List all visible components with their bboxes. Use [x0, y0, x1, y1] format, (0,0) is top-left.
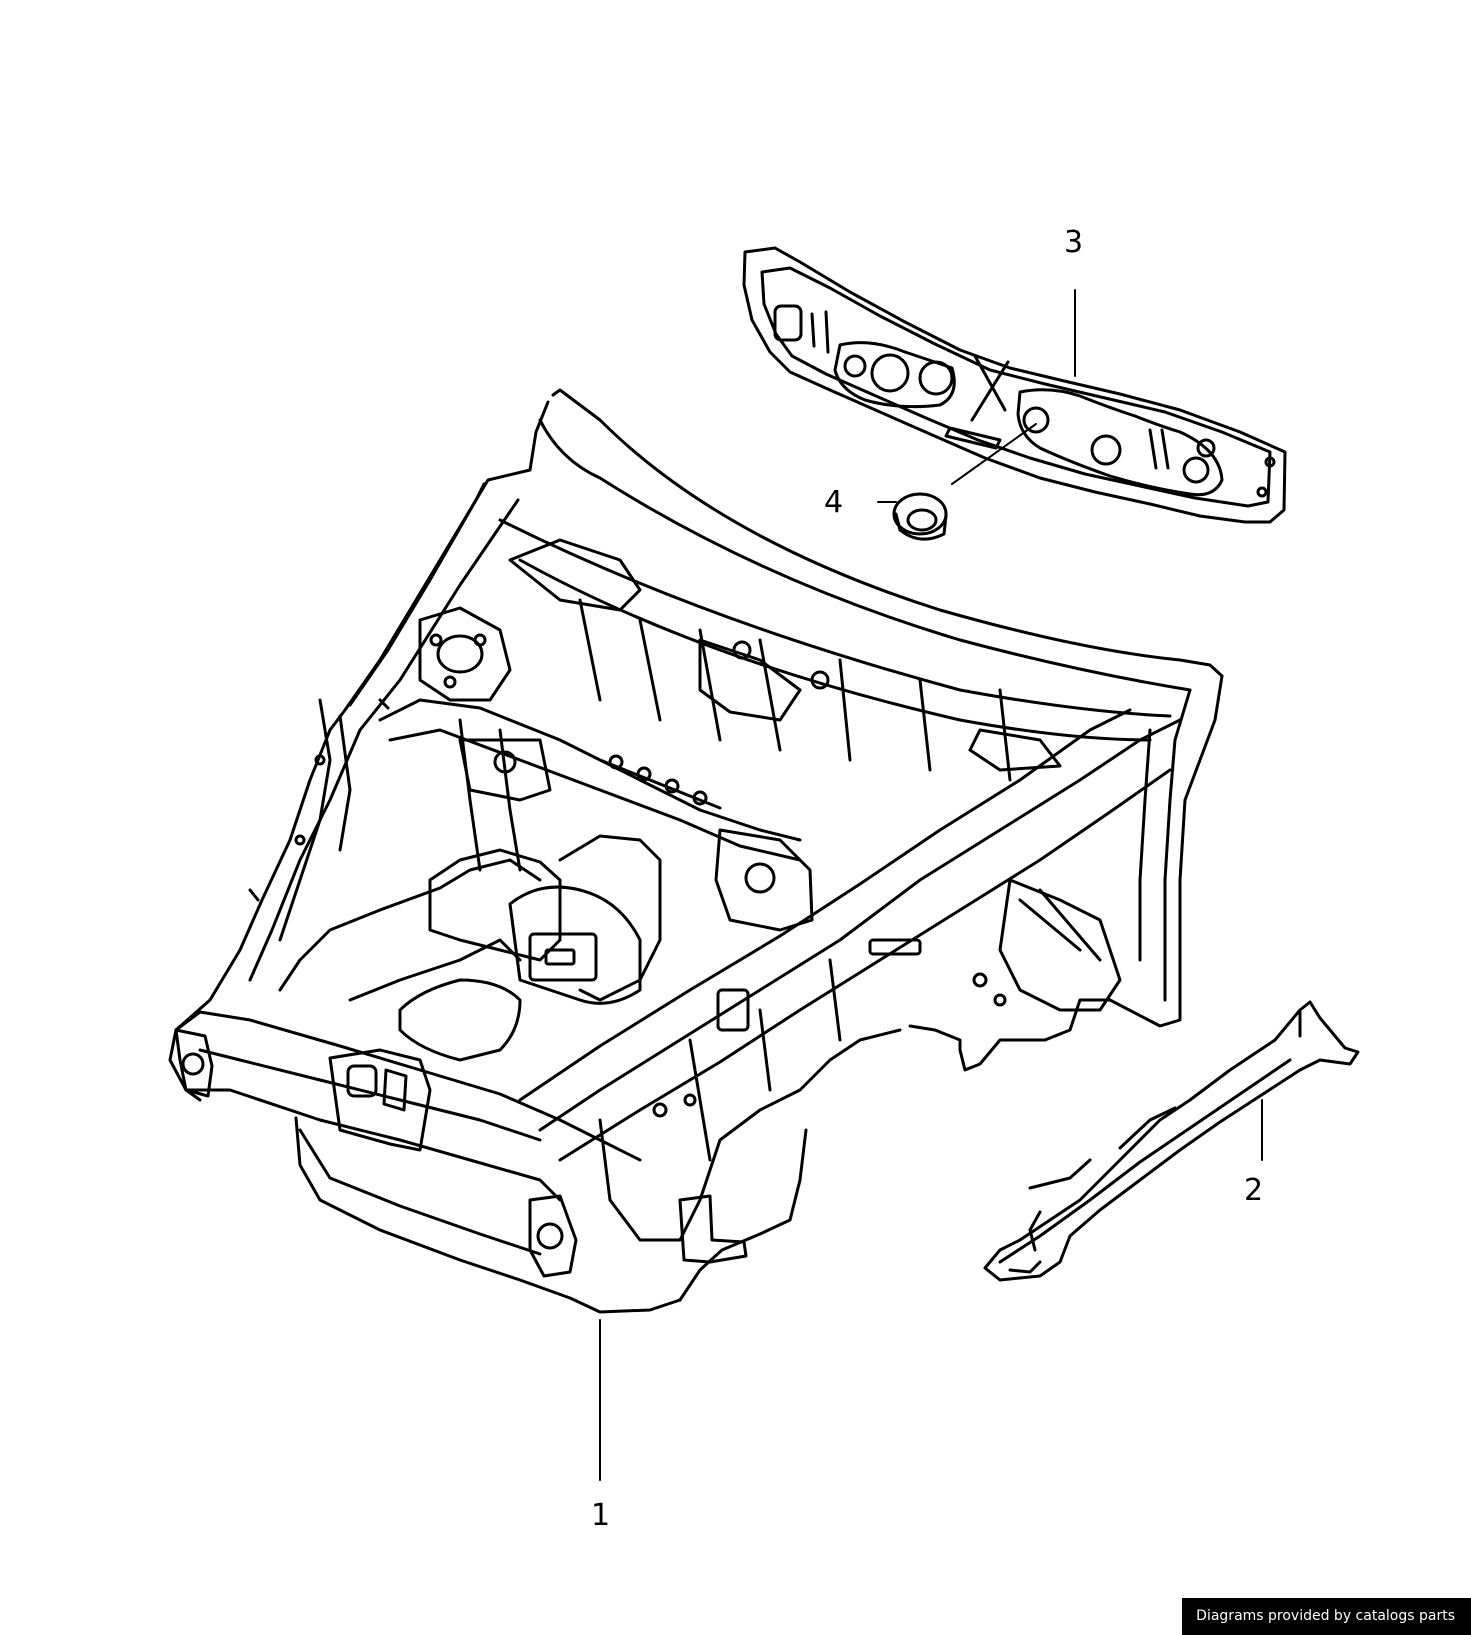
callout-3: 3 [1064, 225, 1083, 260]
callout-labels: 1 2 3 4 [591, 225, 1263, 1533]
credit-badge: Diagrams provided by catalogs parts [1182, 1598, 1471, 1635]
part-2-rail [983, 1000, 1360, 1282]
leader-lines [599, 289, 1263, 1481]
callout-1: 1 [591, 1498, 610, 1533]
callout-4: 4 [824, 485, 843, 520]
callout-2: 2 [1244, 1173, 1263, 1208]
part-3-panel [742, 246, 1287, 524]
part-1-front-body [168, 388, 1224, 1314]
leader-4b [951, 423, 1037, 485]
part-4-grommet [892, 492, 948, 541]
